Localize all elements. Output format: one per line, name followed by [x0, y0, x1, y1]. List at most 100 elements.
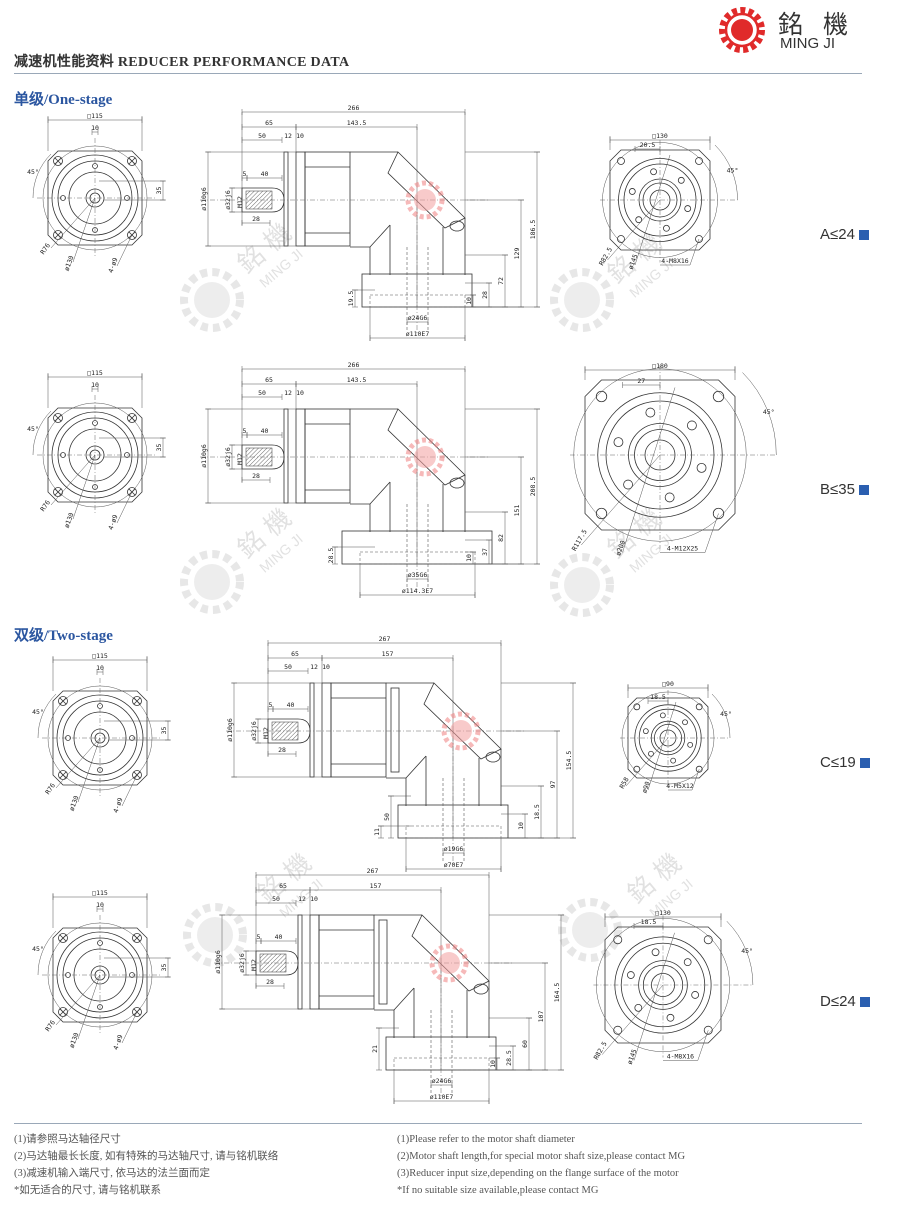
- logo-text-en: MING JI: [780, 35, 835, 52]
- dimension-label: ø110g6: [200, 187, 208, 211]
- mount-hole: [613, 935, 623, 945]
- output-flange: [359, 551, 476, 565]
- dimension-label: ø90: [640, 780, 652, 794]
- dimension-label: ø19G6: [444, 845, 464, 853]
- mount-hole: [132, 1007, 142, 1017]
- tapped-hole: [650, 168, 657, 176]
- stage-ring: [390, 687, 400, 773]
- output-flange: [405, 825, 502, 839]
- arm-port: [449, 477, 465, 489]
- watermark-gear-icon: [550, 268, 614, 332]
- watermark-gear-red-icon: [405, 437, 445, 477]
- adapter-plate: [309, 682, 315, 778]
- dimension-label: 45°: [27, 168, 39, 176]
- dimension-label: □115: [92, 889, 108, 897]
- dimension-label: 28.5: [505, 1050, 513, 1066]
- mount-hole: [127, 413, 137, 423]
- angle-arm: [387, 151, 466, 229]
- dimension-label: 143.5: [347, 119, 367, 127]
- gear-hub: [564, 282, 600, 318]
- line: [369, 224, 391, 248]
- dimension-label: 45°: [720, 710, 732, 718]
- blue-square-icon: [858, 229, 869, 240]
- line: [607, 199, 661, 261]
- tapped-hole: [651, 948, 660, 957]
- dimension-label: 4-ø9: [112, 1034, 125, 1052]
- dimension-label: ø130: [63, 512, 76, 530]
- tapped-hole: [642, 728, 649, 735]
- mount-hole: [127, 487, 137, 497]
- line: [54, 231, 62, 239]
- dimension-label: ø145: [626, 1048, 639, 1066]
- gear-teeth: [550, 553, 614, 617]
- line: [59, 697, 67, 705]
- dimension-label: 35: [155, 444, 163, 452]
- dimension-label: 151: [513, 505, 521, 517]
- dimension-label: 45°: [763, 408, 775, 416]
- tapped-hole: [645, 407, 656, 418]
- dimension-label: 5: [257, 933, 261, 941]
- dimension-label: 45°: [741, 947, 753, 955]
- angle-arc: [32, 410, 52, 456]
- type-label-text: C≤19: [820, 754, 856, 771]
- dimension-label: 40: [261, 427, 269, 435]
- tapped-hole: [628, 188, 636, 195]
- gear-hub: [564, 567, 600, 603]
- gear-hub: [438, 952, 460, 974]
- dimension-label: 10: [465, 554, 473, 562]
- dimension-label: 28: [252, 472, 260, 480]
- dimension-label: 5: [269, 701, 273, 709]
- angle-arm: [423, 682, 502, 760]
- mount-hole: [53, 413, 63, 423]
- line: [697, 1030, 709, 1061]
- model-type-label: C≤19: [820, 754, 870, 771]
- note-en-2: (2)Motor shaft length,for special motor …: [397, 1151, 686, 1162]
- line: [601, 984, 664, 1055]
- dimension-label: ø110E7: [406, 330, 430, 338]
- dimension-label: 82: [497, 534, 505, 542]
- watermark-gear-red-icon: [441, 711, 481, 751]
- dimension-label: 4-M8X16: [661, 257, 688, 265]
- notes-en: (1)Please refer to the motor shaft diame…: [397, 1131, 685, 1199]
- watermark-gear-red-icon: [405, 180, 445, 220]
- line: [369, 481, 391, 505]
- housing: [304, 408, 351, 504]
- mount-hole: [58, 933, 68, 943]
- dimension-label: 40: [287, 701, 295, 709]
- mount-hole: [633, 765, 641, 773]
- dimension-label: ø35G6: [408, 571, 428, 579]
- dimension-label: □90: [662, 680, 674, 688]
- dimension-label: 107: [537, 1011, 545, 1023]
- tapped-hole: [664, 492, 675, 503]
- note-cn-1: (1)请参照马达轴径尺寸: [14, 1134, 121, 1145]
- blue-square-icon: [859, 757, 870, 768]
- dimension-label: R76: [44, 782, 57, 796]
- dimension-label: 45°: [32, 708, 44, 716]
- model-type-label: D≤24: [820, 993, 870, 1010]
- dimension-label: 45°: [32, 945, 44, 953]
- dimension-label: ø110g6: [226, 718, 234, 742]
- line: [647, 701, 677, 791]
- dimension-label: ø130: [63, 255, 76, 273]
- tapped-hole: [626, 971, 635, 979]
- dimension-label: 21: [371, 1045, 379, 1053]
- tapped-hole: [659, 712, 666, 719]
- dimension-label: 19.5: [347, 291, 355, 307]
- dimension-label: 4-ø9: [112, 797, 125, 815]
- angle-arc: [32, 153, 52, 199]
- line: [633, 932, 675, 1061]
- tapped-hole: [623, 479, 633, 490]
- line: [625, 737, 669, 787]
- dimension-label: R82.5: [592, 1040, 609, 1061]
- dimension-label: 40: [261, 170, 269, 178]
- housing: [330, 682, 387, 778]
- line: [54, 157, 62, 165]
- gear-teeth: [180, 550, 244, 614]
- line: [77, 974, 101, 1040]
